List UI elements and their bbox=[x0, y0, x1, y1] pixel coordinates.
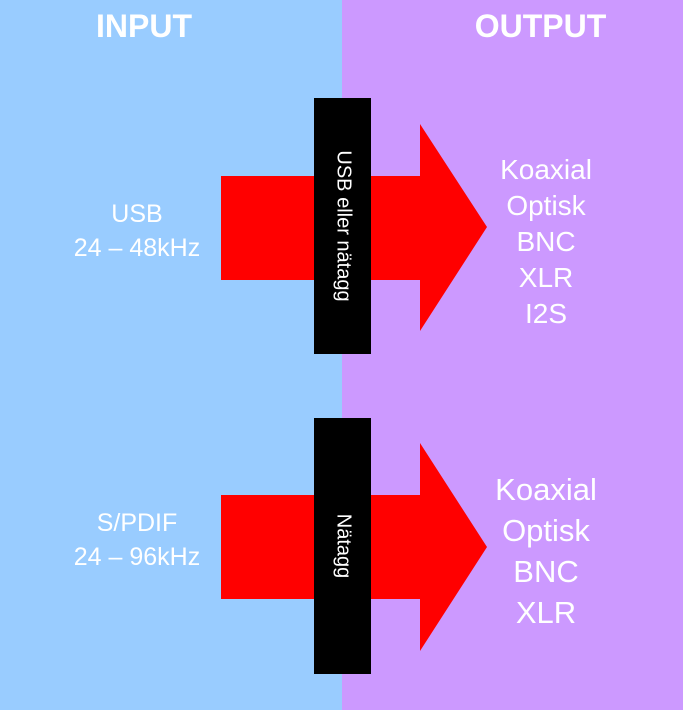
output-item: Optisk bbox=[502, 513, 590, 548]
output-item: XLR bbox=[515, 595, 577, 630]
usb-outputs-list: Koaxial Optisk BNC XLR I2S bbox=[445, 152, 647, 332]
input-header: INPUT bbox=[96, 8, 192, 44]
output-item: XLR bbox=[518, 262, 574, 293]
output-item: Optisk bbox=[506, 190, 586, 221]
spdif-source: S/PDIF 24 – 96kHz bbox=[0, 506, 274, 574]
usb-source-name: USB bbox=[111, 200, 163, 228]
spdif-source-rate: 24 – 96kHz bbox=[73, 543, 201, 571]
output-item: I2S bbox=[524, 298, 568, 329]
usb-connection-label: USB eller nätagg bbox=[332, 150, 354, 302]
output-item: BNC bbox=[516, 226, 576, 257]
spdif-outputs-list: Koaxial Optisk BNC XLR bbox=[445, 469, 647, 633]
output-item: Koaxial bbox=[495, 472, 597, 507]
output-header: OUTPUT bbox=[474, 8, 607, 44]
output-item: BNC bbox=[513, 554, 579, 589]
usb-connection-bar: USB eller nätagg bbox=[314, 98, 371, 354]
spdif-connection-bar: Nätagg bbox=[314, 418, 371, 674]
spdif-connection-label: Nätagg bbox=[332, 513, 354, 579]
spdif-source-name: S/PDIF bbox=[96, 509, 178, 537]
output-item: Koaxial bbox=[500, 154, 592, 185]
usb-source: USB 24 – 48kHz bbox=[0, 197, 274, 265]
usb-source-rate: 24 – 48kHz bbox=[73, 234, 201, 262]
